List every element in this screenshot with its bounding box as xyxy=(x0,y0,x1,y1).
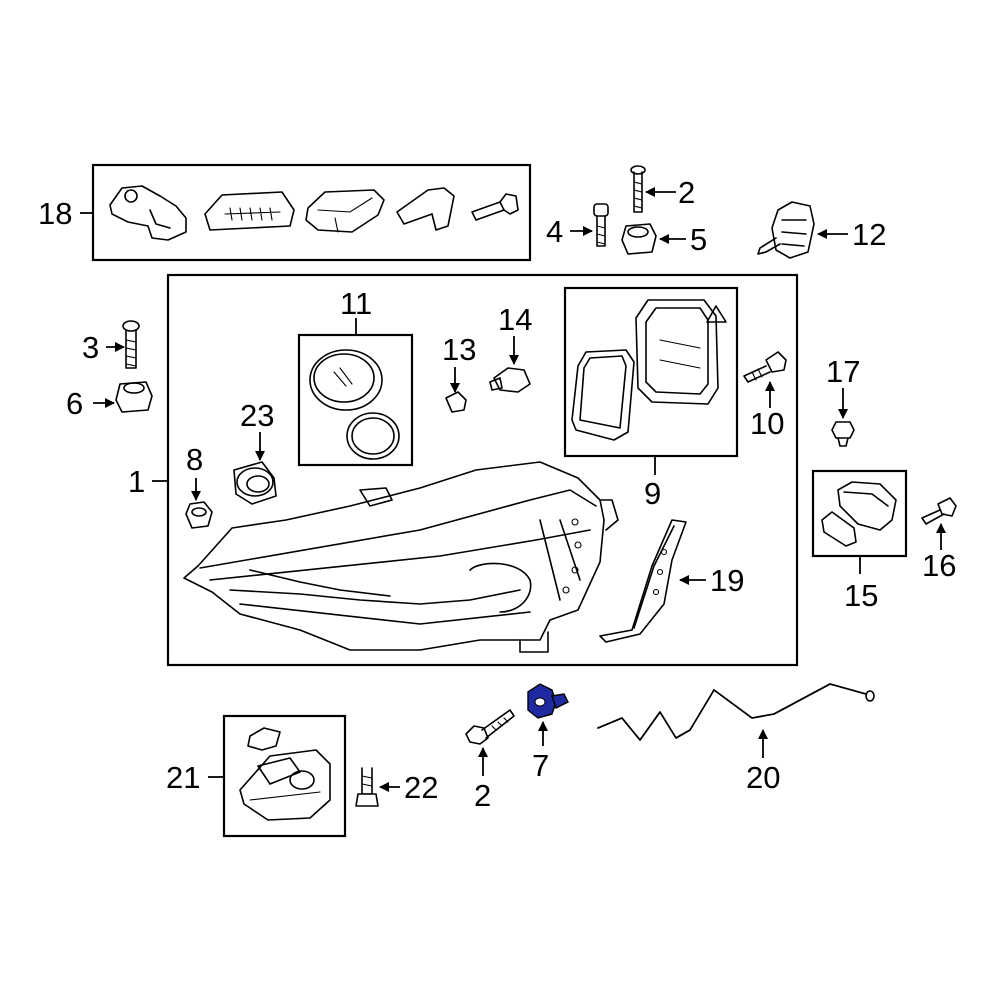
module-21 xyxy=(239,727,331,821)
bolt-2-top xyxy=(630,165,646,213)
clip-6 xyxy=(115,381,153,413)
bolt-16 xyxy=(921,497,957,525)
callout-5: 5 xyxy=(690,222,707,257)
sensor-15 xyxy=(821,481,897,547)
module-9 xyxy=(571,299,727,441)
bolt-2-bottom xyxy=(465,709,515,745)
bulb-14 xyxy=(489,367,531,393)
bolt-22 xyxy=(355,767,379,807)
nut-8 xyxy=(185,501,213,529)
leader-lines xyxy=(80,187,946,792)
callout-17: 17 xyxy=(826,354,860,389)
callout-16: 16 xyxy=(922,548,956,583)
callout-20: 20 xyxy=(746,760,780,795)
trim-19 xyxy=(599,519,687,643)
bolt-4 xyxy=(593,203,609,247)
callout-1: 1 xyxy=(128,464,145,499)
actuator-12 xyxy=(757,201,815,259)
headlamp-housing xyxy=(183,461,619,653)
callout-numbers: 18 2 4 5 12 11 14 3 13 17 6 23 10 8 1 9 … xyxy=(38,175,956,813)
bulb-13 xyxy=(445,391,467,413)
tube-20 xyxy=(597,683,875,741)
callout-10: 10 xyxy=(750,406,784,441)
callout-6: 6 xyxy=(66,386,83,421)
clip-5 xyxy=(621,223,657,255)
callout-19: 19 xyxy=(710,563,744,598)
callout-21: 21 xyxy=(166,760,200,795)
group-18-frame xyxy=(91,163,532,262)
group-9-frame xyxy=(563,286,739,458)
callout-2-bottom: 2 xyxy=(474,778,491,813)
callout-8: 8 xyxy=(186,442,203,477)
callout-4: 4 xyxy=(546,214,563,249)
callout-14: 14 xyxy=(498,302,532,337)
cap-11 xyxy=(309,349,400,460)
bracket-kit-parts xyxy=(109,185,519,241)
callout-15: 15 xyxy=(844,578,878,613)
callout-23: 23 xyxy=(240,398,274,433)
group-21-frame xyxy=(222,714,347,838)
callout-2-top: 2 xyxy=(678,175,695,210)
cap-23 xyxy=(233,461,277,505)
callout-12: 12 xyxy=(852,217,886,252)
part-7-highlighted xyxy=(527,683,569,719)
callout-7: 7 xyxy=(532,748,549,783)
bolt-3 xyxy=(122,320,140,369)
callout-3: 3 xyxy=(82,330,99,365)
callout-9: 9 xyxy=(644,476,661,511)
headlamp-assembly-frame xyxy=(166,273,799,667)
callout-13: 13 xyxy=(442,332,476,367)
callout-11: 11 xyxy=(340,286,372,321)
clip-17 xyxy=(831,421,855,447)
bolt-10 xyxy=(743,351,787,383)
callout-18: 18 xyxy=(38,196,72,231)
callout-22: 22 xyxy=(404,770,438,805)
